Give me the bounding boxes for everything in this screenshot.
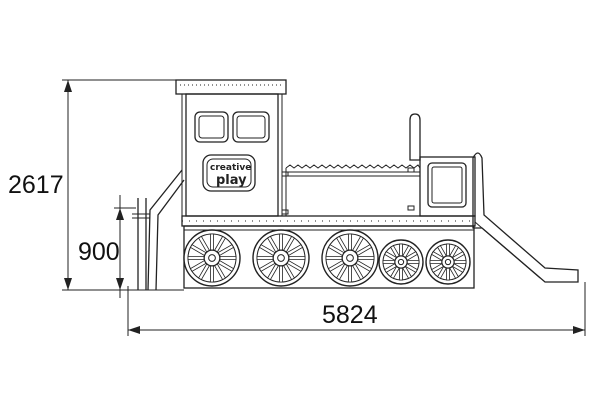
wheels (183, 229, 471, 287)
cab-window-left (194, 111, 229, 143)
overall-height-label: 2617 (8, 171, 64, 199)
boiler-top (285, 164, 421, 169)
cab-roof (175, 79, 287, 95)
wheel (321, 229, 379, 287)
logo-line1: creative (210, 163, 251, 173)
wheel (183, 229, 241, 287)
cab-window-right (232, 111, 270, 143)
platform-height-label: 900 (78, 238, 120, 266)
overall-length-label: 5824 (322, 301, 378, 329)
slide (472, 152, 579, 283)
dimension-lines (62, 79, 586, 336)
ladder (128, 169, 185, 291)
logo-line2: play (216, 173, 247, 188)
logo-plaque (202, 154, 256, 192)
chimney (409, 113, 421, 161)
train-illustration: creative play (128, 79, 579, 291)
chassis-beam (181, 215, 476, 227)
wheel (378, 239, 424, 285)
wheel (425, 239, 471, 285)
front-window (427, 162, 467, 208)
wheel (252, 229, 310, 287)
